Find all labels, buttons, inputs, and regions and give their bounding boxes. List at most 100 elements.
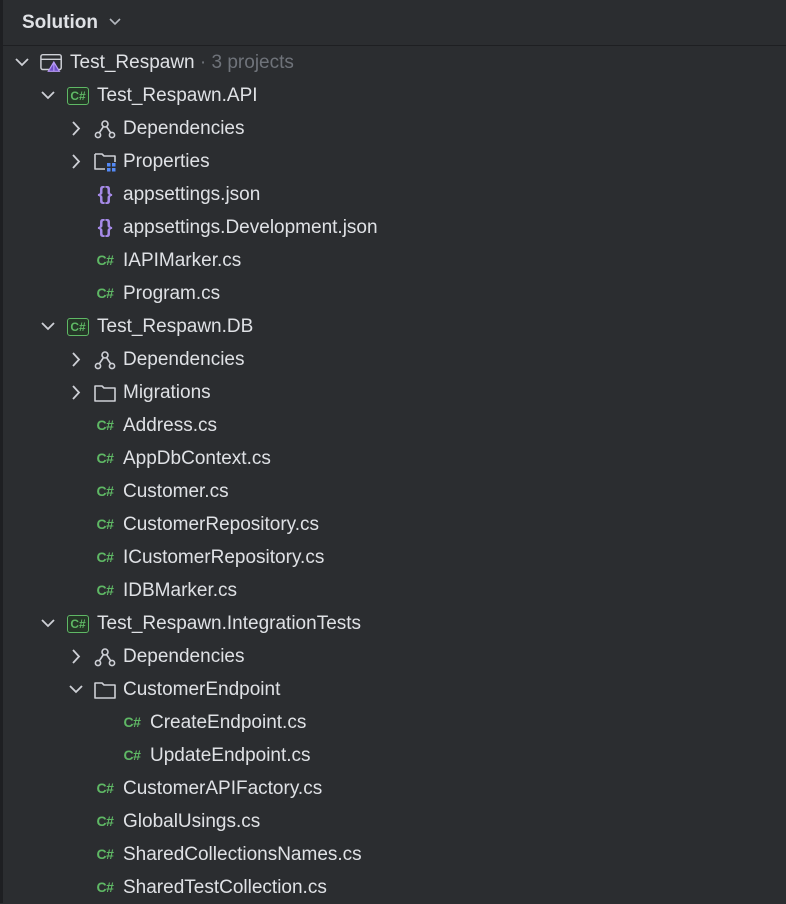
tree-item-label: IAPIMarker.cs	[123, 244, 241, 277]
tree-item-label: CreateEndpoint.cs	[150, 706, 306, 739]
item-name: Test_Respawn.DB	[97, 316, 254, 337]
csharp-file-icon: C#	[96, 252, 114, 268]
tree-item-label: Dependencies	[123, 343, 244, 376]
item-name: CreateEndpoint.cs	[150, 712, 307, 733]
chevron-down-icon[interactable]	[14, 46, 30, 79]
item-name: AppDbContext.cs	[123, 448, 271, 469]
tree-item-label: Test_Respawn · 3 projects	[70, 46, 294, 79]
tree-item[interactable]: Dependencies	[0, 343, 786, 376]
tree-item-label: CustomerRepository.cs	[123, 508, 319, 541]
item-name: IDBMarker.cs	[123, 580, 238, 601]
project-count: · 3 projects	[194, 52, 294, 73]
tree-item-label: Address.cs	[123, 409, 217, 442]
tree-item-label: GlobalUsings.cs	[123, 805, 260, 838]
json-icon: {}	[97, 184, 113, 205]
item-name: IAPIMarker.cs	[123, 250, 242, 271]
tree-item[interactable]: C# SharedCollectionsNames.cs	[0, 838, 786, 871]
tree-item[interactable]: Test_Respawn · 3 projects	[0, 46, 786, 79]
tree-item[interactable]: {} appsettings.json	[0, 178, 786, 211]
tree-item-label: Customer.cs	[123, 475, 229, 508]
tree-item-label: CustomerAPIFactory.cs	[123, 772, 322, 805]
tree-item[interactable]: C#ICustomerRepository.cs	[0, 541, 786, 574]
tree-item[interactable]: C#GlobalUsings.cs	[0, 805, 786, 838]
item-name: Dependencies	[123, 118, 245, 139]
item-name: CustomerAPIFactory.cs	[123, 778, 323, 799]
tree-item-label: CustomerEndpoint	[123, 673, 280, 706]
tree-item-label: UpdateEndpoint.cs	[150, 739, 311, 772]
tree-item-label: Program.cs	[123, 277, 220, 310]
csharp-file-icon: C#	[96, 483, 114, 499]
dependencies-icon	[93, 112, 117, 145]
csharp-file-icon: C#	[96, 879, 114, 895]
chevron-right-icon[interactable]	[68, 640, 84, 673]
chevron-down-icon[interactable]	[68, 673, 84, 706]
tree-item[interactable]: C# IAPIMarker.cs	[0, 244, 786, 277]
tree-item[interactable]: C#CreateEndpoint.cs	[0, 706, 786, 739]
view-selector[interactable]: Solution	[22, 12, 98, 33]
item-name: appsettings.json	[123, 184, 261, 205]
csharp-project-icon: C#	[66, 79, 90, 112]
tree-item[interactable]: C#AppDbContext.cs	[0, 442, 786, 475]
tree-item-label: appsettings.json	[123, 178, 260, 211]
properties-folder-icon	[93, 145, 117, 178]
chevron-down-icon[interactable]	[40, 79, 56, 112]
tree-item[interactable]: C# Address.cs	[0, 409, 786, 442]
folder-icon	[93, 376, 117, 409]
item-name: Test_Respawn	[70, 52, 195, 73]
csharp-file-icon: C#	[96, 417, 114, 433]
chevron-right-icon[interactable]	[68, 112, 84, 145]
tree-item-label: IDBMarker.cs	[123, 574, 237, 607]
item-name: Address.cs	[123, 415, 217, 436]
chevron-right-icon[interactable]	[68, 145, 84, 178]
tree-item[interactable]: C# CustomerRepository.cs	[0, 508, 786, 541]
tree-item-label: SharedCollectionsNames.cs	[123, 838, 362, 871]
json-icon: {}	[97, 217, 113, 238]
solution-icon	[40, 46, 64, 79]
item-name: UpdateEndpoint.cs	[150, 745, 311, 766]
chevron-down-icon[interactable]	[40, 607, 56, 640]
item-name: SharedCollectionsNames.cs	[123, 844, 362, 865]
tree-item-label: appsettings.Development.json	[123, 211, 378, 244]
tree-item[interactable]: CustomerEndpoint	[0, 673, 786, 706]
csharp-file-icon: C#	[123, 747, 141, 763]
tree-item[interactable]: C# CustomerAPIFactory.cs	[0, 772, 786, 805]
csharp-file-icon: C#	[96, 582, 114, 598]
tree-item-label: Dependencies	[123, 640, 244, 673]
tree-item[interactable]: Migrations	[0, 376, 786, 409]
chevron-right-icon[interactable]	[68, 343, 84, 376]
tree-item[interactable]: C# Test_Respawn.IntegrationTests	[0, 607, 786, 640]
item-name: appsettings.Development.json	[123, 217, 378, 238]
csharp-file-icon: C#	[96, 846, 114, 862]
csharp-project-icon: C#	[66, 607, 90, 640]
chevron-right-icon[interactable]	[68, 376, 84, 409]
csharp-file-icon: C#	[96, 285, 114, 301]
item-name: ICustomerRepository.cs	[123, 547, 325, 568]
tree-item[interactable]: Dependencies	[0, 640, 786, 673]
csharp-file-icon: C#	[96, 516, 114, 532]
item-name: CustomerRepository.cs	[123, 514, 320, 535]
item-name: SharedTestCollection.cs	[123, 877, 327, 898]
tree-item[interactable]: C# Program.cs	[0, 277, 786, 310]
item-name: Dependencies	[123, 646, 245, 667]
item-name: Test_Respawn.IntegrationTests	[97, 613, 362, 634]
csharp-file-icon: C#	[96, 780, 114, 796]
tree-item[interactable]: Properties	[0, 145, 786, 178]
tree-item[interactable]: {} appsettings.Development.json	[0, 211, 786, 244]
item-name: Program.cs	[123, 283, 221, 304]
tree-item[interactable]: C# SharedTestCollection.cs	[0, 871, 786, 904]
tree-item-label: Test_Respawn.IntegrationTests	[97, 607, 361, 640]
tree-item[interactable]: C#Test_Respawn.DB	[0, 310, 786, 343]
folder-icon	[93, 673, 117, 706]
tree-item[interactable]: Dependencies	[0, 112, 786, 145]
item-name: Properties	[123, 151, 210, 172]
item-name: GlobalUsings.cs	[123, 811, 261, 832]
tree-item-label: AppDbContext.cs	[123, 442, 271, 475]
dependencies-icon	[93, 640, 117, 673]
tree-item[interactable]: C# UpdateEndpoint.cs	[0, 739, 786, 772]
chevron-down-icon[interactable]	[108, 14, 122, 31]
tree-item[interactable]: C# Customer.cs	[0, 475, 786, 508]
chevron-down-icon[interactable]	[40, 310, 56, 343]
tree-item[interactable]: C# IDBMarker.cs	[0, 574, 786, 607]
tree-item[interactable]: C#Test_Respawn.API	[0, 79, 786, 112]
